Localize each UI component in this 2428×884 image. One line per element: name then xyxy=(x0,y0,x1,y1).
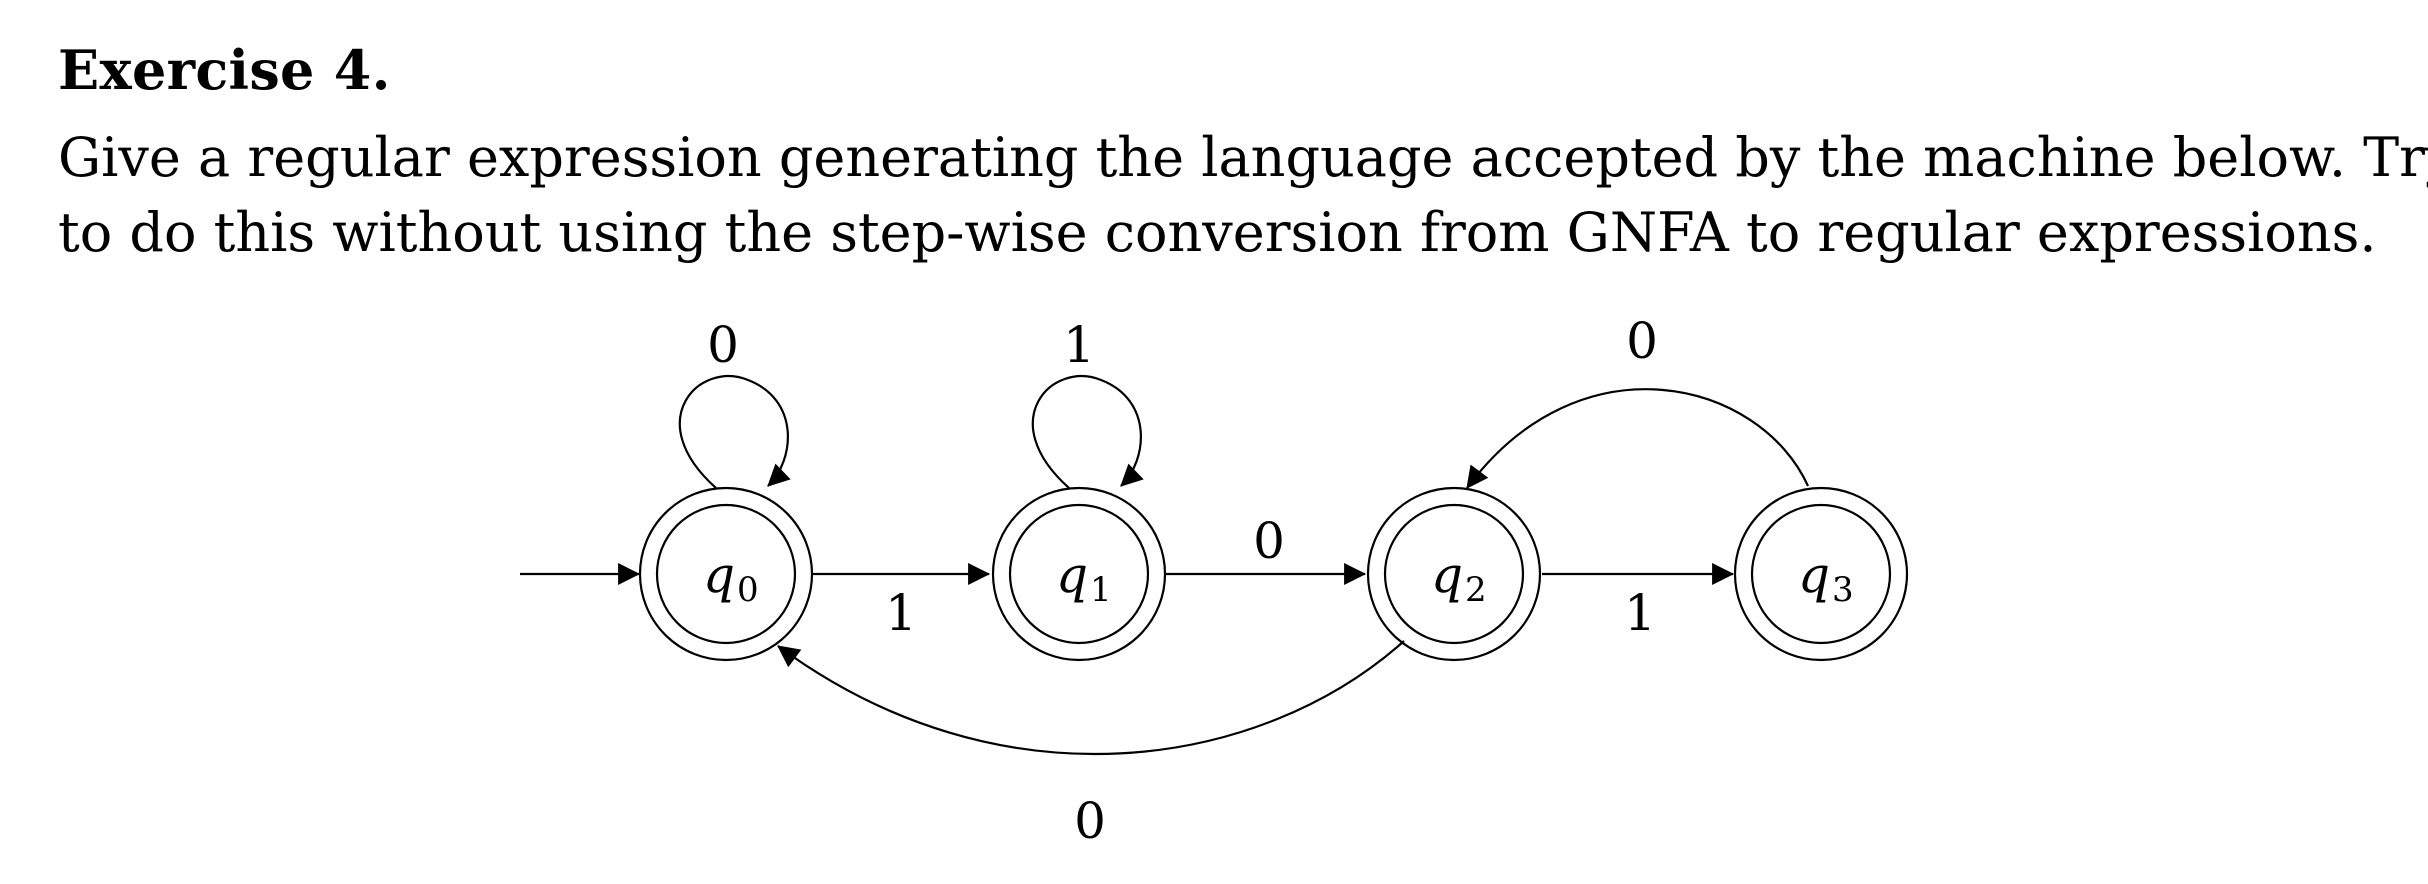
label-edge-q1-q2: 0 xyxy=(1253,512,1285,570)
label-edge-q2-q3: 1 xyxy=(1624,584,1656,642)
state-q2: q2 xyxy=(1366,486,1542,662)
state-q3: q3 xyxy=(1733,486,1909,662)
edge-q3-q2 xyxy=(1466,388,1810,489)
self-loop-q0 xyxy=(678,375,791,489)
label-self-loop-q0: 0 xyxy=(707,316,739,374)
state-label-q3: q3 xyxy=(1798,546,1854,610)
label-self-loop-q1: 1 xyxy=(1063,316,1095,374)
label-edge-q0-q1: 1 xyxy=(885,584,917,642)
label-edge-q3-q2: 0 xyxy=(1626,312,1658,370)
state-label-q0: q0 xyxy=(703,546,759,610)
edge-q2-q0 xyxy=(777,640,1405,756)
state-q0: q0 xyxy=(638,486,814,662)
state-q1: q1 xyxy=(991,486,1167,662)
exercise-heading: Exercise 4. xyxy=(58,38,391,102)
self-loop-q1 xyxy=(1031,375,1144,489)
state-label-q1: q1 xyxy=(1056,546,1112,610)
exercise-text-line-2: to do this without using the step-wise c… xyxy=(58,201,2377,264)
exercise-text-line-1: Give a regular expression generating the… xyxy=(58,126,2428,189)
label-edge-q2-q0: 0 xyxy=(1074,792,1106,850)
state-label-q2: q2 xyxy=(1431,546,1487,610)
